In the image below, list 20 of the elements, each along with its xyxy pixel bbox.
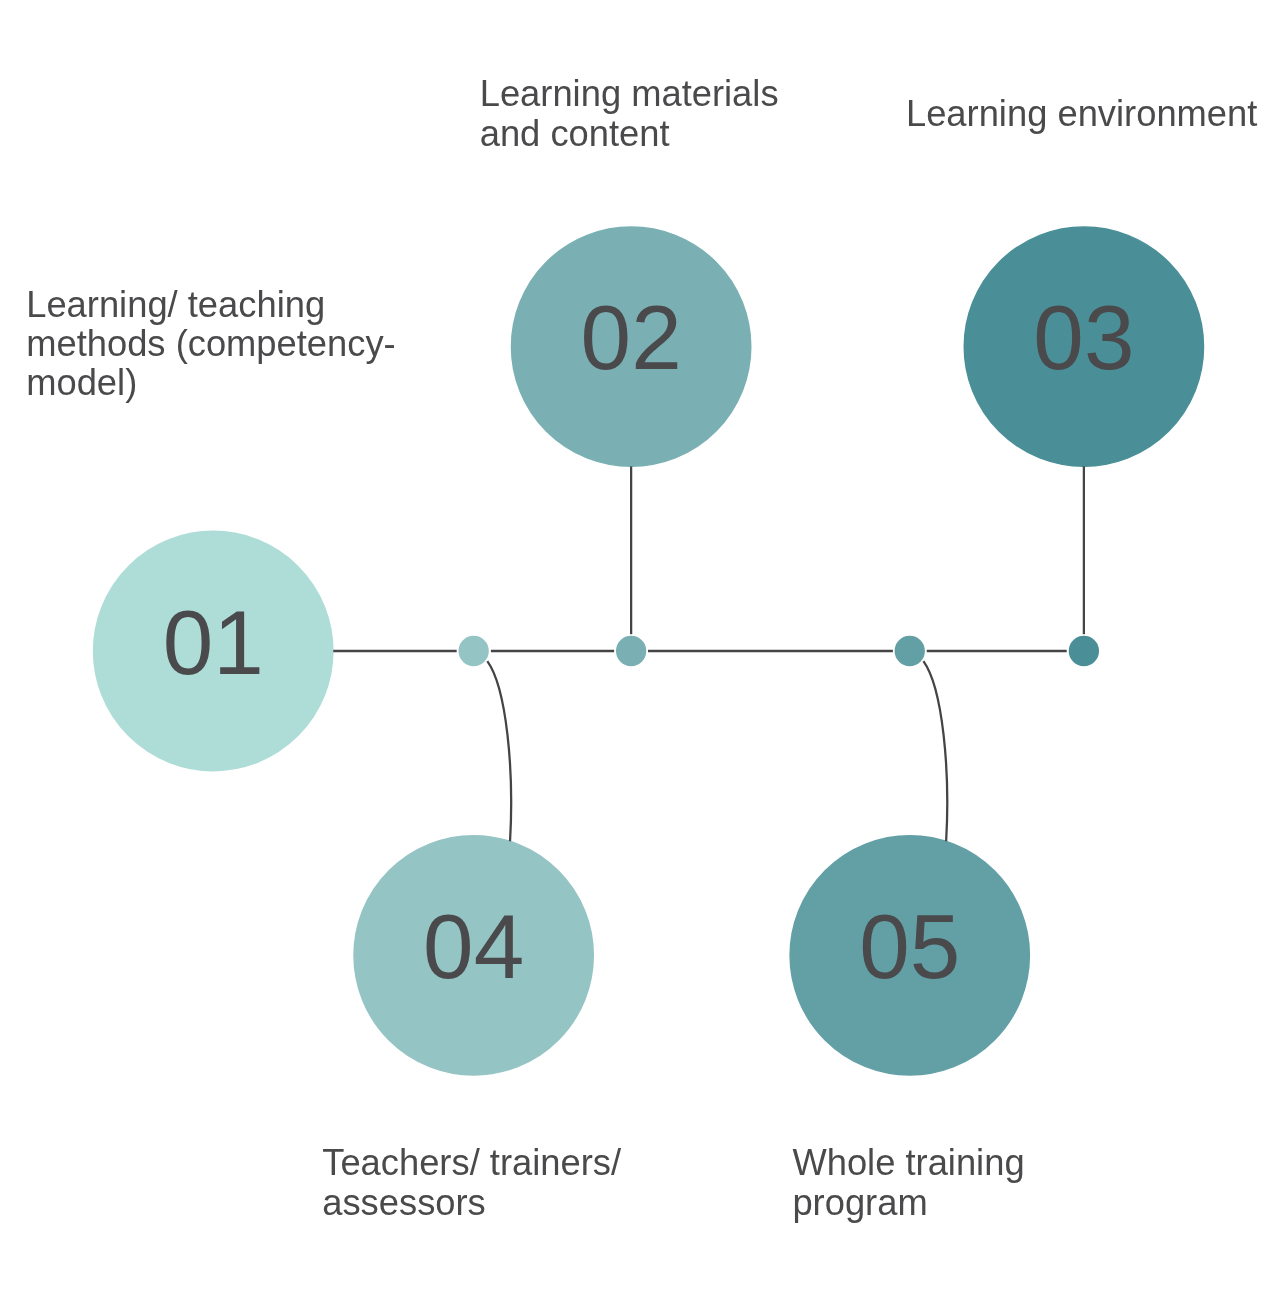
node-label: Learning materials and content bbox=[479, 73, 779, 154]
node-circle: 01 bbox=[92, 530, 334, 772]
connector bbox=[486, 660, 513, 842]
connector bbox=[630, 466, 633, 635]
connector bbox=[926, 649, 1067, 653]
connector bbox=[1082, 466, 1085, 635]
node-circle bbox=[455, 632, 492, 670]
node-circle bbox=[891, 632, 928, 670]
node-label: Learning environment bbox=[905, 92, 1258, 134]
node-label: Learning/ teaching methods (competency-model) bbox=[26, 283, 396, 404]
connector bbox=[922, 660, 949, 842]
connector bbox=[648, 649, 893, 653]
node-circle: 05 bbox=[789, 834, 1031, 1076]
node-circle: 02 bbox=[510, 226, 752, 468]
connector bbox=[333, 649, 457, 653]
node-circle: 04 bbox=[353, 834, 595, 1076]
node-label: Whole training program bbox=[792, 1142, 1025, 1223]
node-circle: 03 bbox=[963, 226, 1205, 468]
connector bbox=[490, 649, 615, 653]
node-label: Teachers/ trainers/ assessors bbox=[322, 1142, 622, 1223]
